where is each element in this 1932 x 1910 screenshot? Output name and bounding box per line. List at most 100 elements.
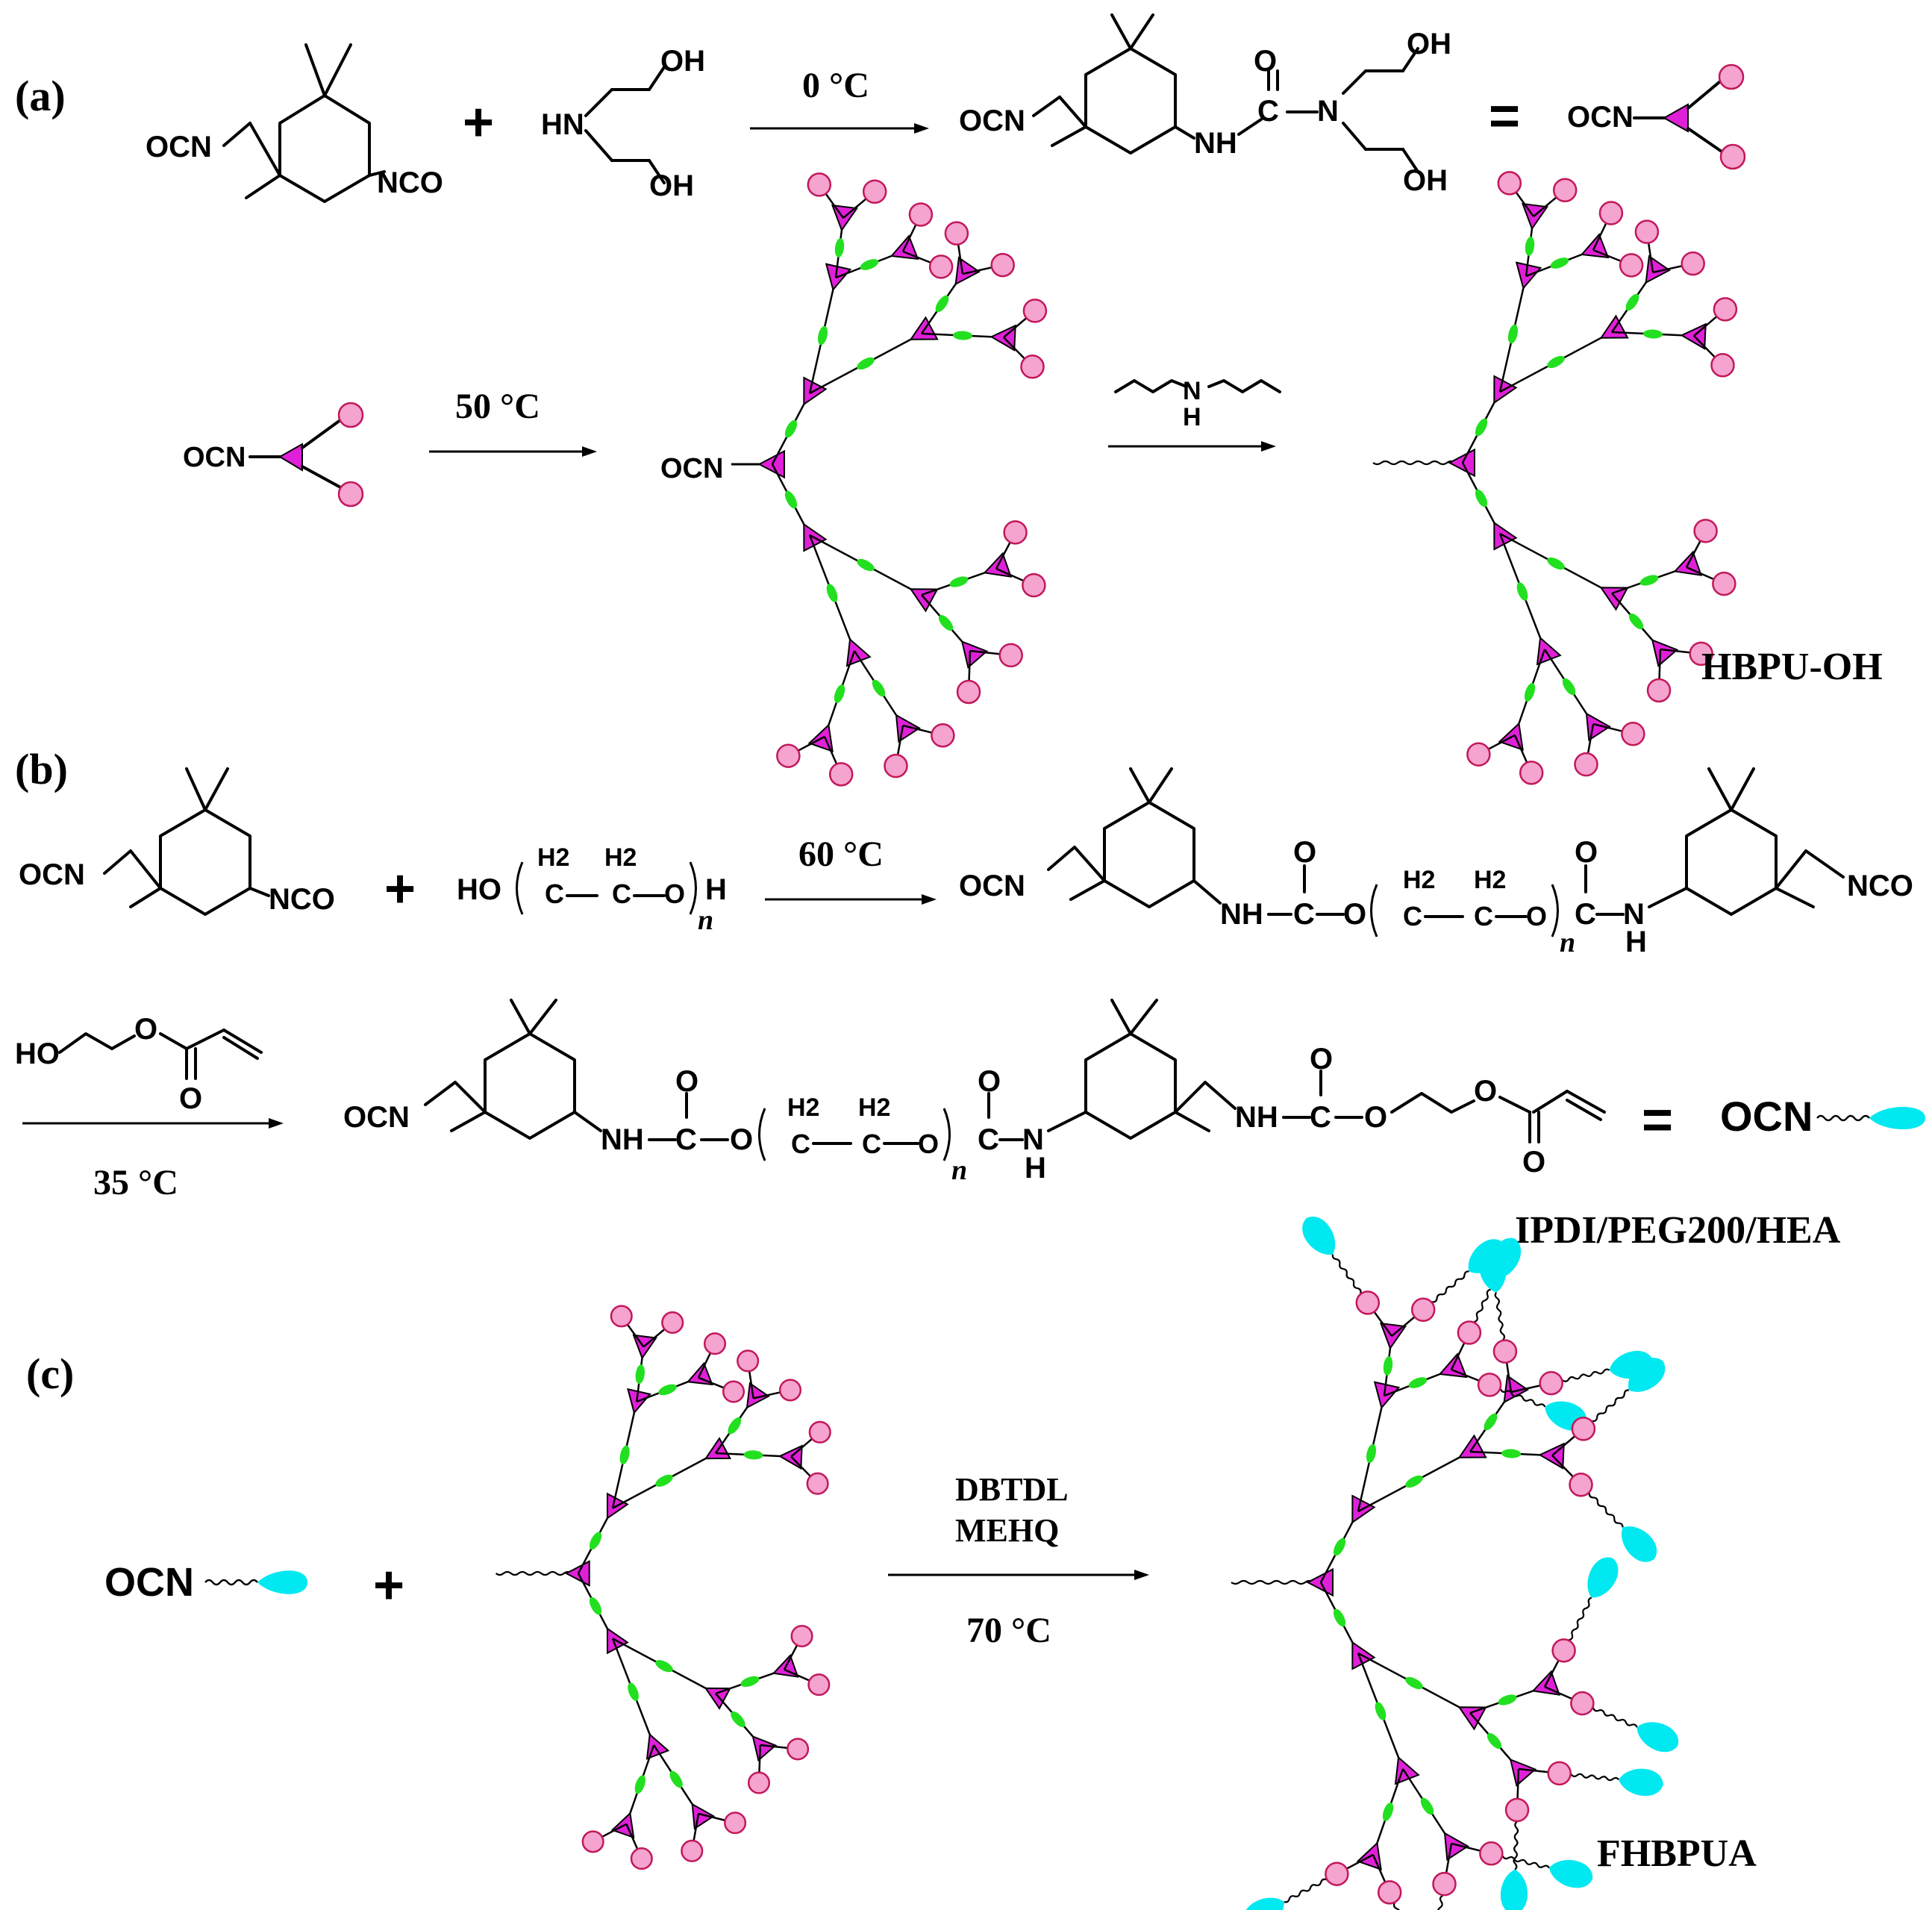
o-label-b2: O	[1293, 836, 1316, 869]
pink-ball-icon	[1519, 761, 1544, 785]
green-ellipse-icon	[1382, 1803, 1394, 1821]
pink-ball-icon	[337, 402, 364, 428]
green-ellipse-icon	[1550, 258, 1569, 269]
n-label-a2: N	[1317, 95, 1339, 128]
triangle-branch-icon	[278, 443, 303, 472]
nco-label-b1: NCO	[269, 883, 335, 916]
plus-sign-b: +	[384, 859, 416, 919]
wavy-chain-icon	[1816, 1114, 1870, 1122]
ocn-label-b2: OCN	[959, 870, 1025, 902]
pink-ball-icon	[1325, 1861, 1349, 1886]
hea-o-1: O	[134, 1013, 157, 1046]
pink-ball-icon	[1634, 219, 1660, 244]
triangle-branch-icon	[1448, 448, 1475, 478]
green-ellipse-icon	[857, 357, 875, 370]
ipdi-molecule-a: OCN NCO	[146, 43, 443, 203]
h-label-b3: H	[1025, 1152, 1046, 1185]
dibutylamine-reagent: N H	[1114, 377, 1281, 431]
o-label-b3f: O	[1364, 1101, 1387, 1134]
pink-ball-icon	[1457, 1320, 1482, 1345]
cyan-drop-icon	[1501, 1869, 1528, 1910]
ocn-label-b3: OCN	[343, 1101, 410, 1134]
triangle-branch-icon	[909, 316, 939, 340]
condition-b2: 35 °C	[93, 1163, 178, 1202]
pink-ball-icon	[908, 202, 934, 227]
pink-ball-icon	[1646, 678, 1672, 703]
ocn-acrylate-symbol: OCN	[1720, 1093, 1925, 1140]
green-ellipse-icon	[634, 1775, 645, 1794]
green-ellipse-icon	[834, 684, 845, 703]
equals-sign-a: =	[1489, 87, 1520, 146]
triangle-branch-icon	[1651, 638, 1679, 667]
pink-ball-icon	[630, 1847, 653, 1870]
green-ellipse-icon	[1475, 418, 1488, 437]
pink-ball-icon	[1022, 299, 1048, 323]
hbpu-oh-dendrimer	[1372, 171, 1738, 785]
pink-ball-icon	[778, 1379, 802, 1402]
pink-ball-icon	[1712, 571, 1736, 596]
triangle-branch-icon	[1599, 587, 1629, 611]
green-ellipse-icon	[1366, 1444, 1377, 1464]
pink-ball-icon	[337, 481, 364, 508]
pink-ball-icon	[808, 1420, 831, 1444]
n-label-b2: n	[1560, 927, 1575, 958]
green-ellipse-icon	[1405, 1475, 1423, 1488]
pink-ball-icon	[747, 1771, 771, 1794]
ab2-monomer-symbol-2: OCN	[183, 402, 364, 508]
pink-ball-icon	[806, 1472, 829, 1495]
pink-ball-icon	[1719, 143, 1746, 170]
green-ellipse-icon	[949, 576, 969, 587]
pink-ball-icon	[1571, 1417, 1596, 1441]
peg-c-1: C	[545, 878, 564, 909]
ocn-acrylate-reagent: OCN	[104, 1560, 307, 1605]
oh-label-top: OH	[660, 45, 705, 78]
nh-label-b2: NH	[1220, 898, 1263, 931]
peg-h2-1: H2	[537, 843, 569, 872]
green-ellipse-icon	[1420, 1797, 1434, 1815]
n-label-b3c: N	[1022, 1123, 1044, 1156]
c-label-b3c: C	[978, 1123, 999, 1156]
pink-ball-icon	[1574, 752, 1598, 777]
green-ellipse-icon	[1643, 329, 1663, 339]
green-ellipse-icon	[1333, 1538, 1346, 1556]
o-label-b3b: O	[730, 1123, 753, 1156]
ipdi-peg-prepolymer: OCN NH C O O H2 C H2 C O n C O N H	[959, 767, 1913, 958]
triangle-branch-icon	[845, 637, 872, 667]
triangle-branch-icon	[564, 1560, 590, 1587]
panel-a-label: (a)	[15, 72, 66, 120]
ocn-label-a4: OCN	[183, 442, 246, 473]
condition-a2: 50 °C	[455, 387, 540, 426]
pink-ball-icon	[1598, 201, 1624, 225]
green-ellipse-icon	[1562, 678, 1576, 696]
pink-ball-icon	[1552, 178, 1578, 202]
pink-ball-icon	[828, 762, 854, 787]
green-ellipse-icon	[1625, 293, 1639, 311]
green-ellipse-icon	[1639, 575, 1659, 586]
fhbpua-dendrimer	[1231, 1217, 1678, 1910]
pink-ball-icon	[1492, 1339, 1518, 1364]
green-ellipse-icon	[658, 1384, 677, 1396]
panel-a: (a) OCN NCO + HN OH OH	[15, 13, 1883, 787]
n-label-b2c: N	[1623, 898, 1645, 931]
green-ellipse-icon	[589, 1597, 602, 1615]
panel-c: (c) OCN + DBTDL MEHQ 70 °C FHBPUA	[26, 1217, 1757, 1910]
pink-ball-icon	[928, 255, 954, 279]
pink-ball-icon	[1355, 1291, 1381, 1315]
pink-ball-icon	[1466, 742, 1491, 767]
triangle-branch-icon	[1394, 1755, 1420, 1785]
c-label-b3d: C	[1310, 1101, 1331, 1134]
amine-h-label: H	[1183, 403, 1201, 431]
o-label-b2d: O	[1575, 836, 1598, 869]
cyan-drop-icon	[1621, 1526, 1657, 1562]
green-ellipse-icon	[784, 490, 798, 509]
catalyst-dbtdl: DBTDL	[955, 1471, 1069, 1508]
pink-ball-icon	[724, 1811, 747, 1835]
cyan-drop-icon	[1302, 1217, 1336, 1255]
ocn-label-a1: OCN	[146, 131, 212, 163]
h2-label-b2b: H2	[1474, 866, 1506, 894]
green-ellipse-icon	[817, 325, 828, 346]
c-label-b2b: C	[1474, 901, 1493, 931]
pink-ball-icon	[787, 1738, 810, 1761]
h2-label-b3b: H2	[858, 1093, 890, 1122]
pink-ball-icon	[1710, 353, 1735, 378]
